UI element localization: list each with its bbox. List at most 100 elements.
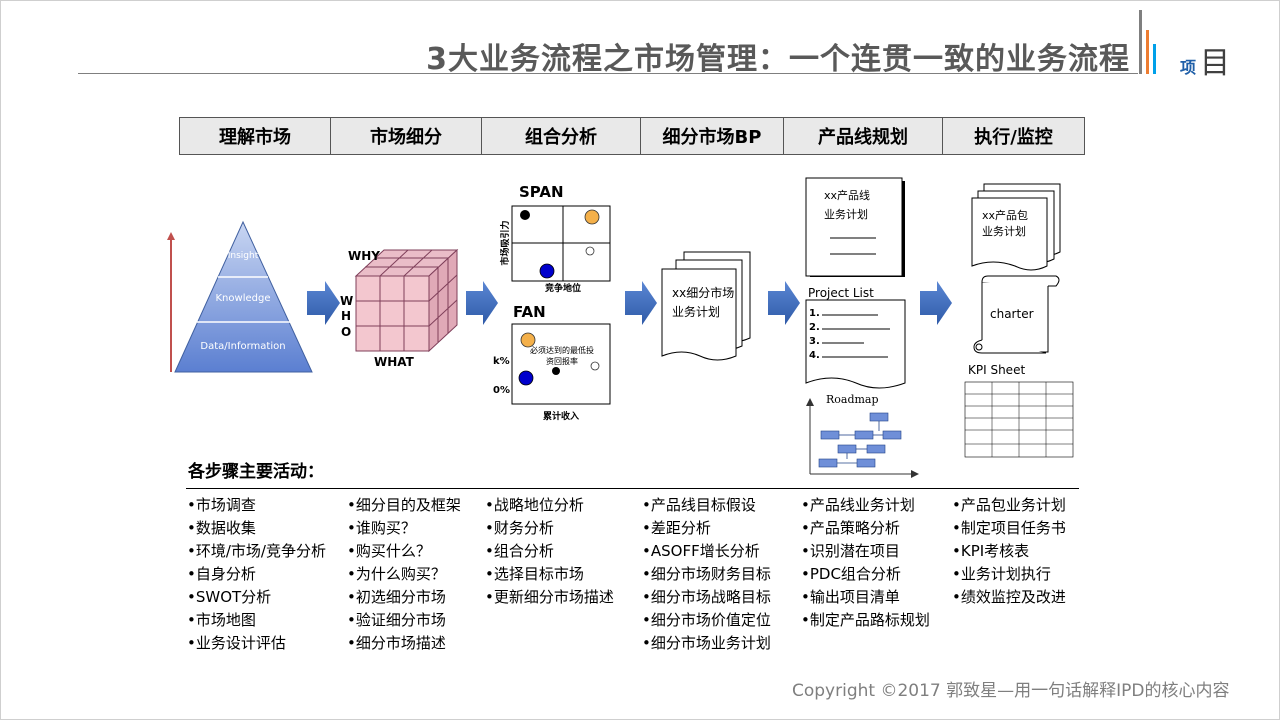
cube-who-h: H: [341, 309, 351, 323]
activities-column-understand-market: 市场调查 数据收集 环境/市场/竞争分析 自身分析 SWOT分析 市场地图 业务…: [187, 494, 326, 655]
segment-bp-documents: xx细分市场 业务计划: [661, 251, 751, 361]
package-doc-line2: 业务计划: [982, 225, 1026, 238]
page-title: 3大业务流程之市场管理：一个连贯一致的业务流程: [426, 42, 1130, 77]
activity-item: ASOFF增长分析: [642, 540, 771, 563]
kpi-title: KPI Sheet: [968, 363, 1025, 377]
logo-bar-orange: [1146, 30, 1149, 74]
roadmap-bar: [820, 430, 840, 440]
activity-item: 购买什么？: [347, 540, 461, 563]
activity-item: 细分市场战略目标: [642, 586, 771, 609]
fan-note-line1: 必须达到的最低投: [530, 345, 594, 355]
charter-bottom-roll: [973, 339, 1046, 354]
fan-title: FAN: [513, 303, 546, 321]
cube-front-face: [355, 275, 430, 352]
activity-item: 产品线目标假设: [642, 494, 771, 517]
header-segment-bp: 细分市场BP: [641, 118, 784, 154]
charter-top-roll: [981, 275, 1060, 287]
activity-item: 数据收集: [187, 517, 326, 540]
activities-column-product-line-planning: 产品线业务计划 产品策略分析 识别潜在项目 PDC组合分析 输出项目清单 制定产…: [801, 494, 930, 632]
flow-arrow-1: [307, 281, 340, 325]
fan-note-line2: 资回报率: [546, 356, 578, 366]
activities-column-execute-monitor: 产品包业务计划 制定项目任务书 KPI考核表 业务计划执行 绩效监控及改进: [952, 494, 1066, 609]
package-doc-line1: xx产品包: [982, 208, 1028, 222]
roadmap-bar: [866, 444, 886, 454]
header-portfolio-analysis: 组合分析: [482, 118, 641, 154]
activity-item: 绩效监控及改进: [952, 586, 1066, 609]
package-doc-front: [971, 197, 1048, 271]
activity-item: 细分目的及框架: [347, 494, 461, 517]
cube-grid-line: [428, 299, 458, 327]
project-list-title: Project List: [808, 286, 874, 300]
activity-item: 细分市场财务目标: [642, 563, 771, 586]
pyramid-shape: [174, 220, 313, 373]
logo-bar-gray: [1139, 10, 1142, 74]
activity-item: 为什么购买？: [347, 563, 461, 586]
activity-item: 市场调查: [187, 494, 326, 517]
activity-item: 战略地位分析: [485, 494, 614, 517]
span-bubble: [584, 209, 600, 225]
activity-item: 环境/市场/竞争分析: [187, 540, 326, 563]
span-title: SPAN: [519, 183, 564, 201]
fan-k-label: k%: [493, 356, 510, 367]
activity-item: 制定产品路标规划: [801, 609, 930, 632]
logo-bar-blue: [1153, 44, 1156, 74]
cube-grid-line: [403, 249, 433, 277]
fan-bubble: [552, 367, 560, 375]
activity-item: 初选细分市场: [347, 586, 461, 609]
pyramid-insight: Insight: [228, 251, 259, 261]
copyright-footer: Copyright ©2017 郭致星—用一句话解释IPD的核心内容: [792, 681, 1230, 701]
activity-item: 制定项目任务书: [952, 517, 1066, 540]
bp-doc-line1: xx细分市场: [672, 285, 734, 300]
activity-item: 自身分析: [187, 563, 326, 586]
roadmap-bar: [882, 430, 902, 440]
activity-item: 产品线业务计划: [801, 494, 930, 517]
span-bubble: [539, 263, 555, 279]
cube-why-label: WHY: [348, 249, 380, 263]
fan-zero-label: 0%: [493, 385, 510, 396]
activities-heading: 各步骤主要活动：: [188, 462, 324, 482]
activity-item: 识别潜在项目: [801, 540, 930, 563]
span-chart: SPAN 市场吸引力 竞争地位: [499, 183, 611, 294]
product-line-plan-document: xx产品线 业务计划: [805, 177, 905, 277]
plan-doc-page: [805, 177, 903, 277]
span-bubble: [585, 246, 595, 256]
flow-arrow-4: [768, 281, 800, 325]
pyramid-axis-arrow-head: [167, 232, 175, 240]
package-plan-documents: xx产品包 业务计划: [971, 183, 1061, 271]
activity-item: 业务计划执行: [952, 563, 1066, 586]
activities-divider: [186, 488, 1079, 489]
activity-item: 选择目标市场: [485, 563, 614, 586]
activity-item: 谁购买？: [347, 517, 461, 540]
logo-small-text: 项: [1180, 58, 1197, 77]
pyramid-data: Data/Information: [200, 341, 285, 352]
header-market-segmentation: 市场细分: [331, 118, 482, 154]
header-product-line-planning: 产品线规划: [784, 118, 943, 154]
activity-item: 财务分析: [485, 517, 614, 540]
activity-item: 差距分析: [642, 517, 771, 540]
activity-item: 组合分析: [485, 540, 614, 563]
company-logo: 项目: [1180, 38, 1230, 82]
activity-item: 输出项目清单: [801, 586, 930, 609]
roadmap-bar: [856, 458, 876, 468]
roadmap-chart: Roadmap: [806, 393, 919, 478]
plan-doc-line1: xx产品线: [824, 188, 870, 202]
cube-who-w: W: [340, 294, 353, 308]
kpi-sheet: KPI Sheet: [964, 363, 1074, 458]
flow-arrow-3: [625, 281, 657, 325]
activity-item: 细分市场价值定位: [642, 609, 771, 632]
span-x-label: 竞争地位: [544, 282, 581, 294]
activity-item: PDC组合分析: [801, 563, 930, 586]
fan-bubble: [590, 361, 600, 371]
fan-bubble: [518, 370, 534, 386]
project-list-item: 4.: [809, 350, 820, 361]
charter-roll-end: [975, 343, 983, 351]
activity-item: 产品包业务计划: [952, 494, 1066, 517]
activity-item: SWOT分析: [187, 586, 326, 609]
activity-item: 更新细分市场描述: [485, 586, 614, 609]
header-understand-market: 理解市场: [180, 118, 331, 154]
project-list-item: 3.: [809, 336, 820, 347]
header-execute-monitor: 执行/监控: [974, 127, 1053, 148]
charter-body: [981, 281, 1049, 353]
project-list: Project List 1. 2. 3. 4.: [805, 286, 906, 389]
